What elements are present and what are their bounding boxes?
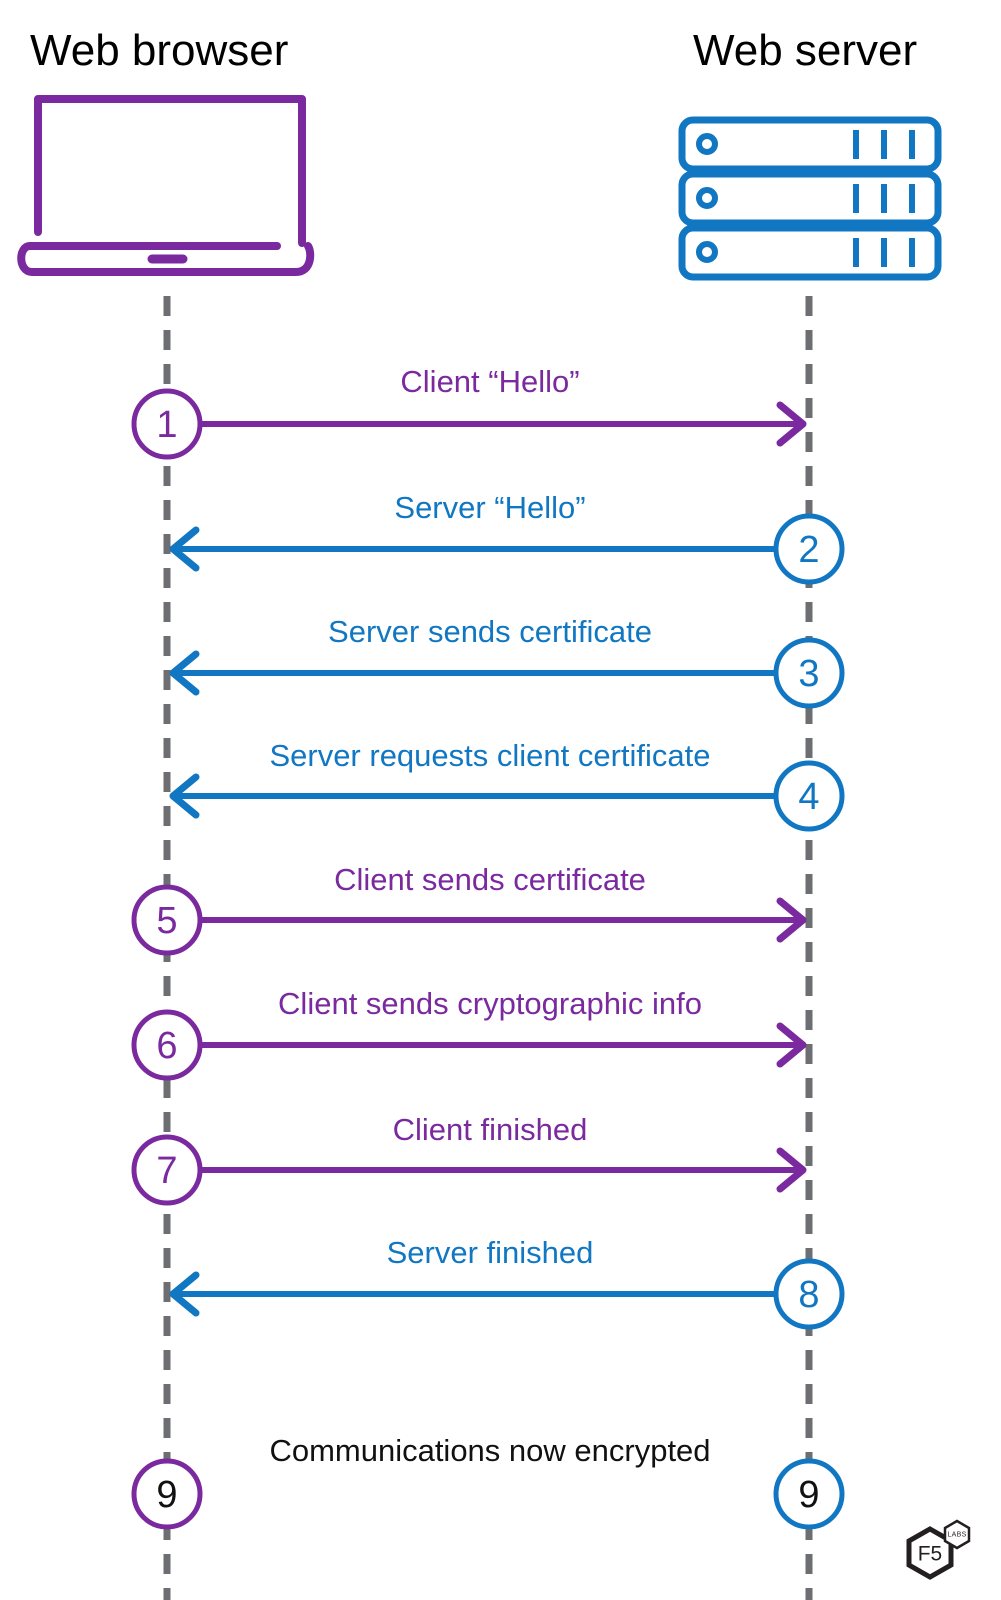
step-number-1: 1 xyxy=(156,404,177,446)
step-row-1[interactable]: Client “Hello” 1 xyxy=(131,364,807,460)
arrowhead-right-1 xyxy=(776,401,807,447)
step-number-6: 6 xyxy=(156,1025,177,1067)
arrowhead-left-4 xyxy=(169,773,200,819)
labs-hexagon-icon xyxy=(943,1519,971,1550)
f5-logo-text: F5 xyxy=(918,1543,943,1566)
step-badge-9-left[interactable] xyxy=(131,1458,203,1530)
step-label-8: Server finished xyxy=(387,1235,594,1270)
left-actor-title: Web browser xyxy=(30,26,288,75)
step-badge-7[interactable] xyxy=(131,1134,203,1206)
step-label-2: Server “Hello” xyxy=(394,490,585,525)
step-row-7[interactable]: Client finished 7 xyxy=(131,1112,807,1206)
step-row-6[interactable]: Client sends cryptographic info 6 xyxy=(131,986,807,1081)
arrowhead-left-8 xyxy=(169,1271,200,1317)
step-row-9[interactable]: Communications now encrypted 9 9 xyxy=(131,1433,845,1530)
arrowhead-left-2 xyxy=(169,526,200,572)
step-label-4: Server requests client certificate xyxy=(269,738,710,773)
step-row-2[interactable]: Server “Hello” 2 xyxy=(169,490,845,585)
server-rack-icon xyxy=(678,116,942,281)
laptop-icon xyxy=(17,95,315,276)
step-label-7: Client finished xyxy=(393,1112,588,1147)
arrowhead-right-5 xyxy=(776,897,807,943)
arrowhead-right-7 xyxy=(776,1147,807,1193)
step-badge-1[interactable] xyxy=(131,388,203,460)
step-number-5: 5 xyxy=(156,900,177,942)
step-badge-5[interactable] xyxy=(131,884,203,956)
step-number-7: 7 xyxy=(156,1150,177,1192)
step-number-4: 4 xyxy=(798,776,819,818)
step-label-9: Communications now encrypted xyxy=(269,1433,710,1468)
step-label-1: Client “Hello” xyxy=(400,364,579,399)
step-badge-3[interactable] xyxy=(773,637,845,709)
step-label-3: Server sends certificate xyxy=(328,614,652,649)
step-number-8: 8 xyxy=(798,1274,819,1316)
step-number-2: 2 xyxy=(798,529,819,571)
step-number-9-right: 9 xyxy=(798,1474,819,1516)
step-badge-6[interactable] xyxy=(131,1009,203,1081)
step-row-4[interactable]: Server requests client certificate 4 xyxy=(169,738,845,832)
arrowhead-right-6 xyxy=(776,1022,807,1068)
step-row-3[interactable]: Server sends certificate 3 xyxy=(169,614,845,709)
step-row-8[interactable]: Server finished 8 xyxy=(169,1235,845,1330)
step-label-6: Client sends cryptographic info xyxy=(278,986,702,1021)
right-actor-title: Web server xyxy=(693,26,917,75)
step-badge-8[interactable] xyxy=(773,1258,845,1330)
step-row-5[interactable]: Client sends certificate 5 xyxy=(131,862,807,956)
step-number-3: 3 xyxy=(798,653,819,695)
arrowhead-left-3 xyxy=(169,650,200,696)
labs-logo-text: LABS xyxy=(947,1532,966,1539)
step-label-5: Client sends certificate xyxy=(334,862,646,897)
step-badge-2[interactable] xyxy=(773,513,845,585)
step-badge-4[interactable] xyxy=(773,760,845,832)
step-number-9-left: 9 xyxy=(156,1474,177,1516)
step-badge-9-right[interactable] xyxy=(773,1458,845,1530)
f5-labs-logo[interactable]: F5 LABS xyxy=(906,1519,971,1580)
